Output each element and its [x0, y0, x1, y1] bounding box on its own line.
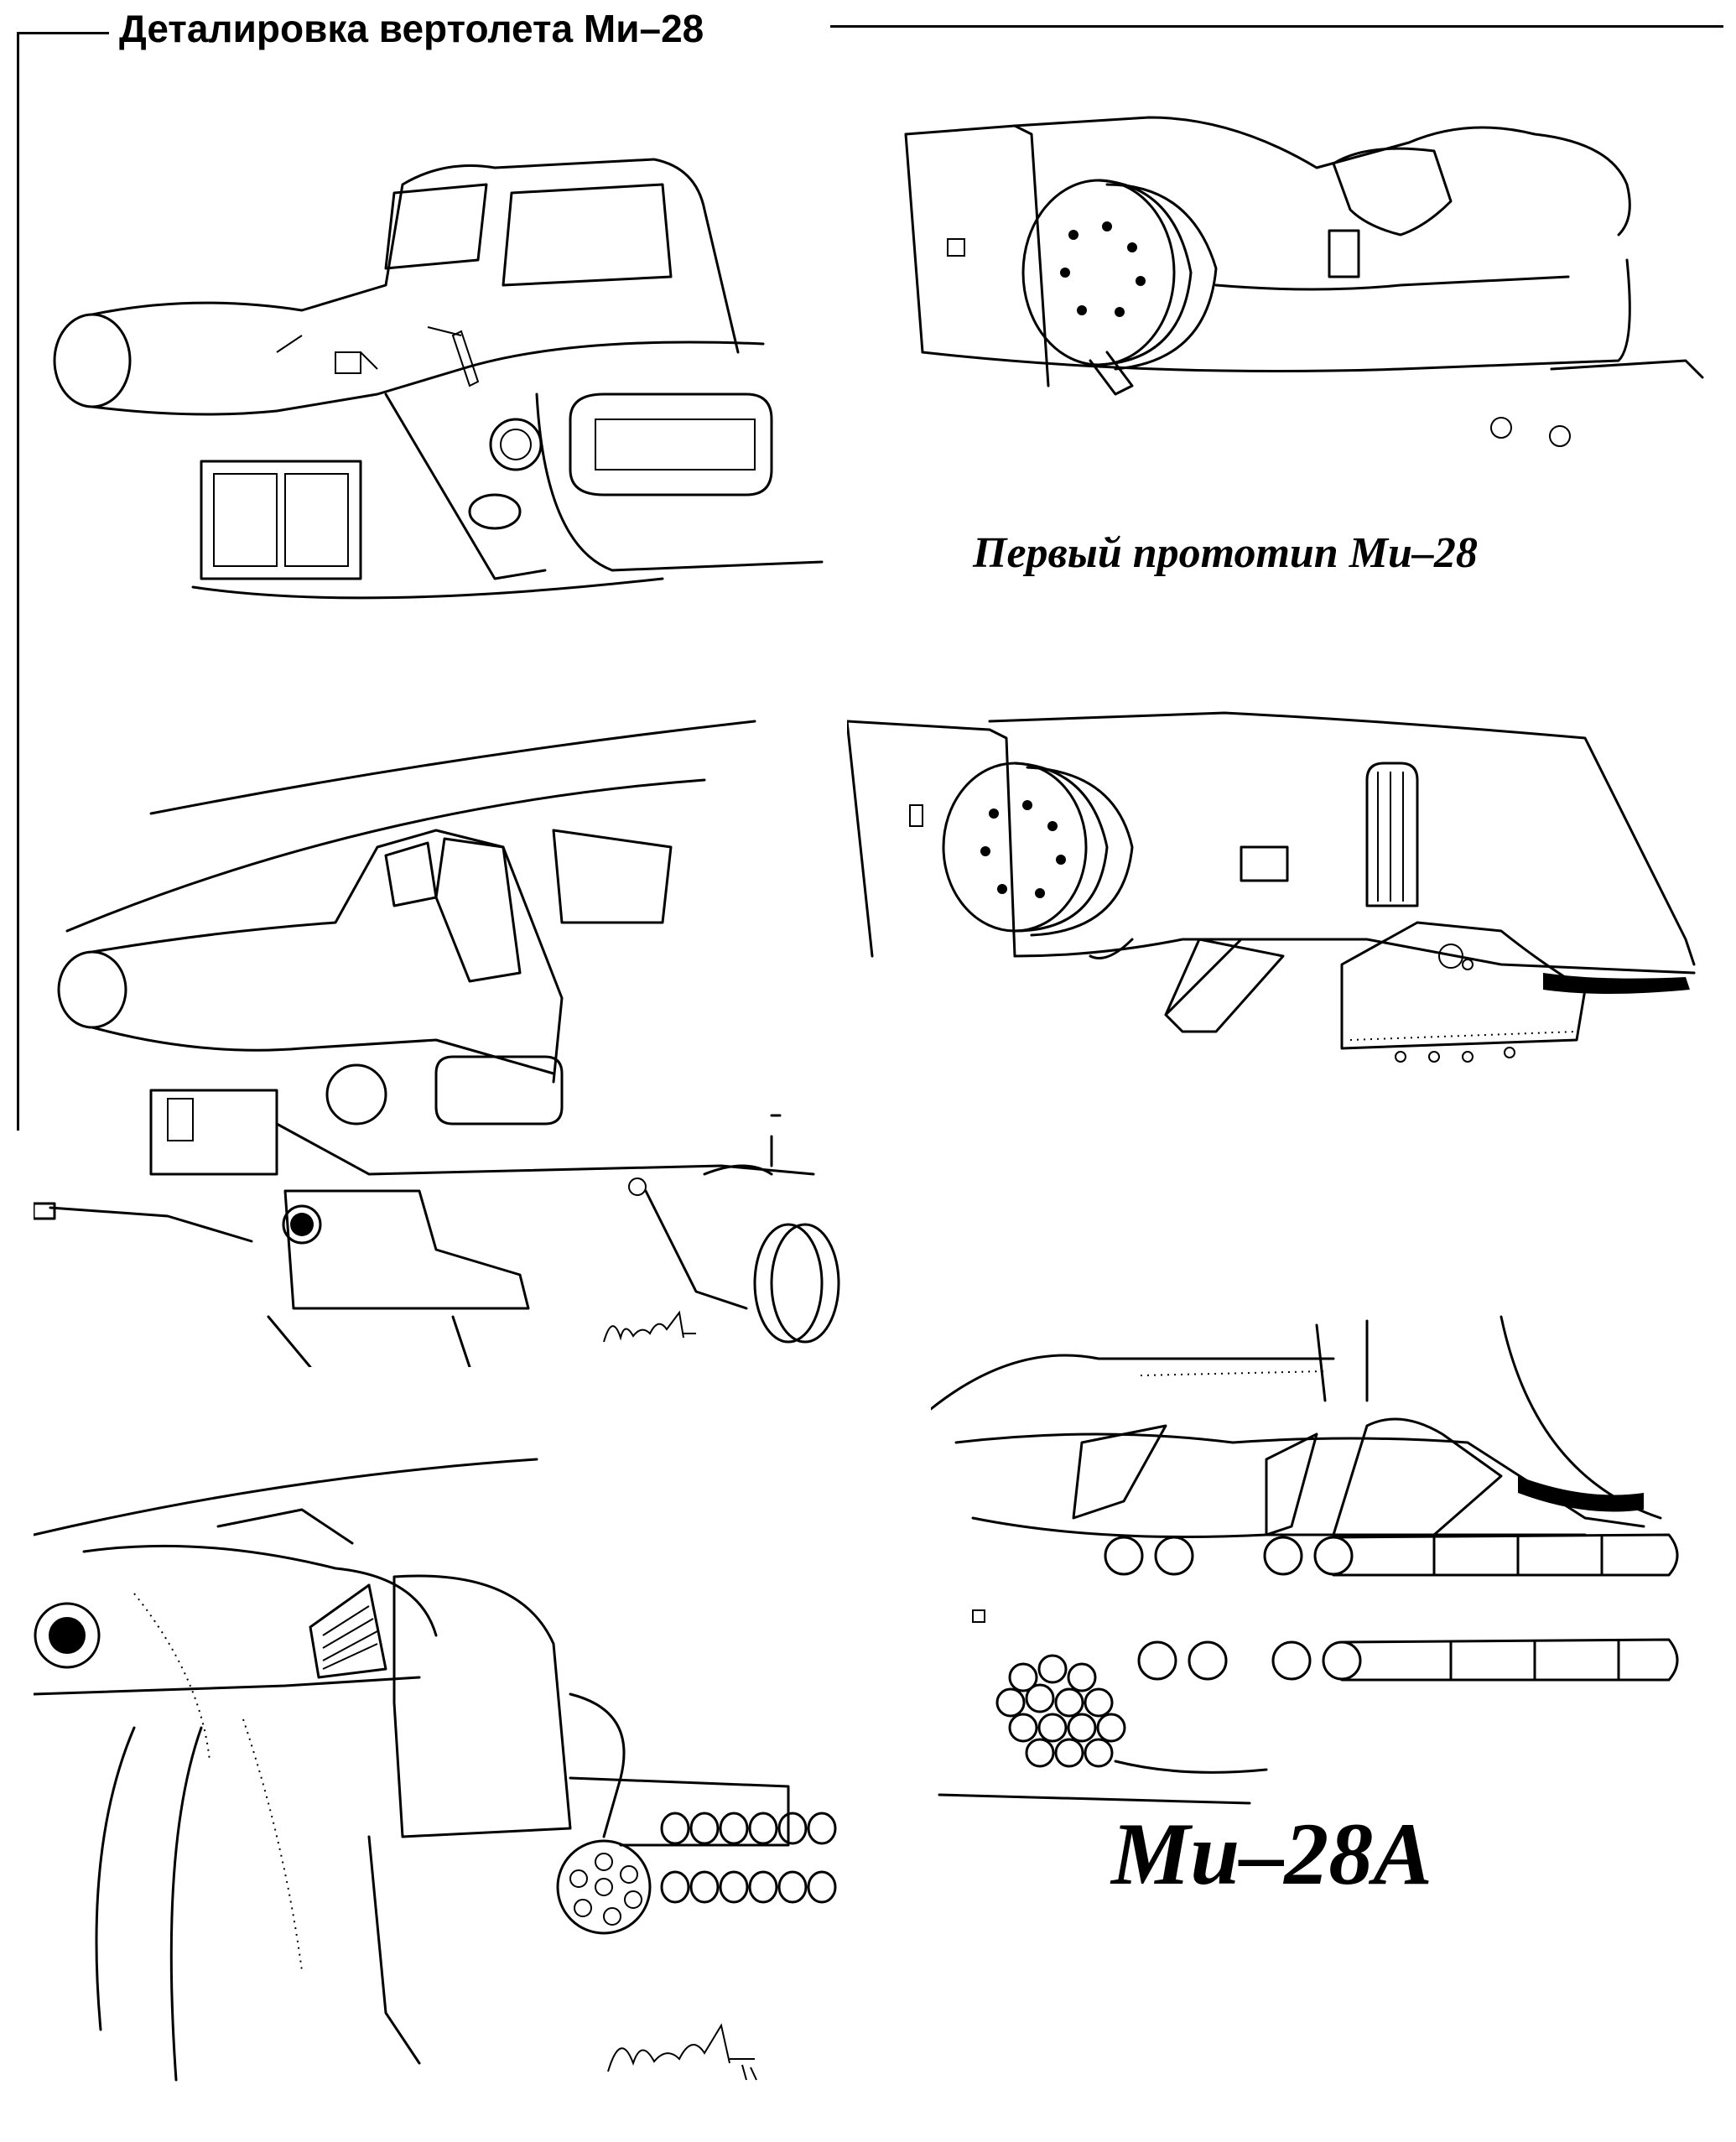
frame-left-rule [17, 32, 19, 1131]
header-rule-right [830, 25, 1723, 28]
drawing-mi28a-weapons [931, 1308, 1711, 1812]
caption-first-prototype: Первый прототип Ми–28 [973, 529, 1478, 577]
drawing-prototype-nose [25, 143, 830, 646]
header-rule-left [17, 32, 109, 34]
engine-nacelle-pylon-drawing-icon [847, 711, 1696, 1063]
artist-signature-1 [600, 1304, 700, 1354]
artist-signature-2 [604, 2013, 763, 2088]
signature-icon [607, 2023, 757, 2081]
drawing-mi28a-engine [847, 688, 1711, 1090]
helicopter-nose-drawing-icon [53, 158, 824, 600]
caption-model: Ми–28А [1111, 1805, 1432, 1903]
drawing-prototype-engine [897, 92, 1719, 478]
helicopter-nose-gun-drawing-icon [34, 720, 840, 1367]
weapons-pylon-drawing-icon [931, 1315, 1679, 1805]
signature-icon [603, 1310, 696, 1343]
page-title: Деталировка вертолета Ми–28 [109, 5, 715, 52]
engine-nacelle-drawing-icon [904, 116, 1704, 447]
drawing-mi28a-nose [34, 704, 864, 1367]
drawing-mi28a-rear-rockets [34, 1426, 872, 2097]
rocket-pod-rear-drawing-icon [34, 1458, 837, 2082]
